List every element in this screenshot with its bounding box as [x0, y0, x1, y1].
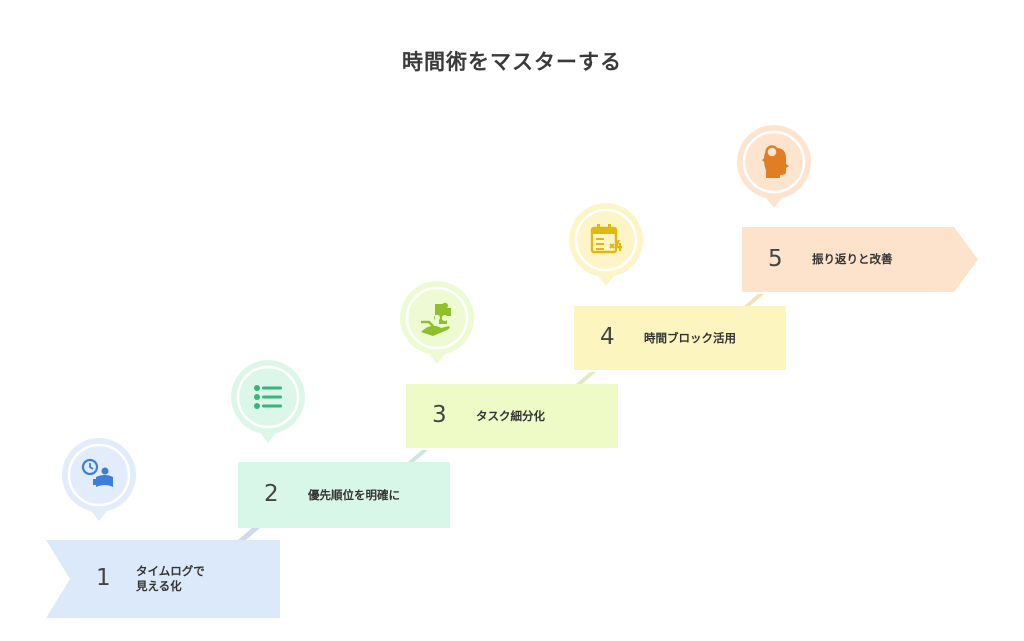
step-riser-3: [576, 372, 596, 384]
step-number-1: 1: [96, 565, 111, 591]
list-icon: [254, 385, 282, 409]
step-riser-4: [744, 294, 764, 306]
pin-inner-ring: [574, 208, 638, 272]
step-label-3: タスク細分化: [476, 408, 545, 423]
step-number-2: 2: [264, 481, 279, 507]
step-riser-1: [238, 528, 260, 540]
step-box-1: [46, 540, 280, 618]
head-search-icon: [762, 145, 789, 178]
step-label-2: 優先順位を明確に: [308, 487, 400, 502]
step-label-1: タイムログで 見える化: [136, 564, 205, 593]
step-number-5: 5: [768, 245, 783, 272]
step-riser-2: [408, 450, 428, 462]
pin-marker-1: [62, 438, 136, 521]
step-1: [46, 528, 280, 618]
step-3: [406, 372, 618, 448]
step-label-4: 時間ブロック活用: [644, 330, 736, 345]
step-5: [742, 227, 978, 292]
step-box-4: [574, 306, 786, 370]
step-box-3: [406, 384, 618, 448]
calendar-x4-icon: [590, 224, 622, 254]
step-label-5: 振り返りと改善: [812, 252, 893, 266]
pin-inner-ring: [67, 443, 131, 507]
step-box-5: [742, 227, 978, 292]
puzzle-hand-icon: [421, 302, 451, 336]
pin-marker-4: [569, 203, 643, 286]
pin-marker-3: [400, 281, 474, 364]
pin-marker-2: [231, 360, 305, 443]
step-number-4: 4: [600, 324, 615, 350]
pin-inner-ring: [405, 286, 469, 350]
step-4: [574, 294, 786, 370]
clock-person-icon: [81, 458, 113, 487]
diagram-title: 時間術をマスターする: [402, 50, 622, 74]
step-2: [238, 450, 450, 528]
step-number-3: 3: [432, 402, 447, 428]
step-box-2: [238, 462, 450, 528]
pin-marker-5: [737, 125, 811, 208]
